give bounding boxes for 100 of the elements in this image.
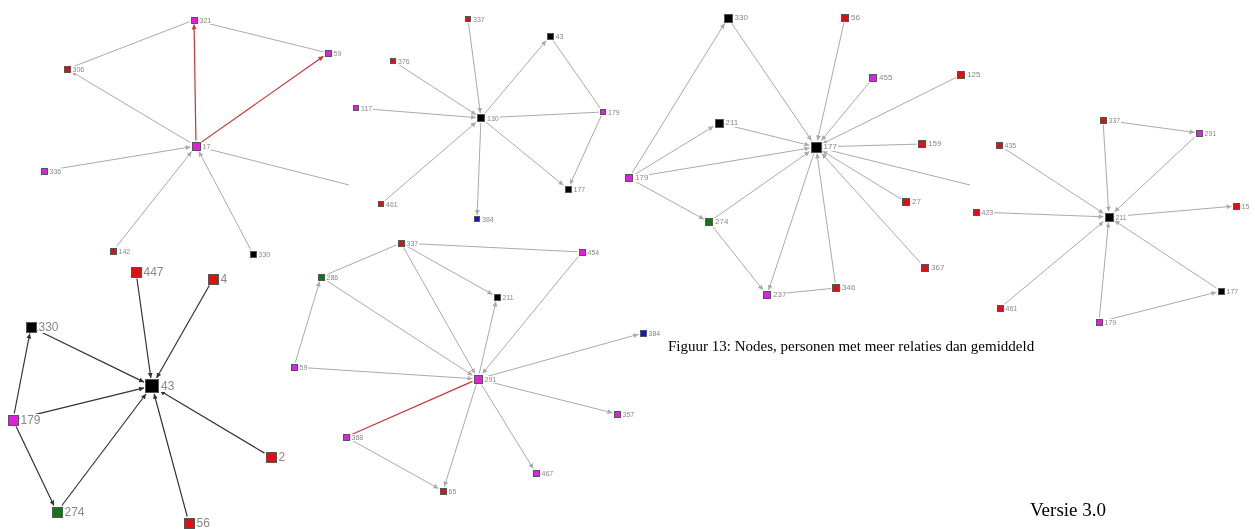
node-square — [705, 218, 713, 226]
node-square — [378, 201, 384, 207]
node-label: 159 — [927, 140, 943, 148]
node-square — [832, 284, 840, 292]
node-label: 179 — [19, 414, 42, 426]
node-square — [465, 16, 471, 22]
arrow — [485, 121, 564, 186]
node-square — [473, 374, 483, 384]
arrow — [159, 390, 266, 454]
connector-line — [349, 380, 474, 436]
arrow — [405, 245, 493, 295]
node-square — [869, 74, 877, 82]
node-square — [493, 293, 501, 301]
node-label: 177 — [822, 143, 838, 151]
node-square — [63, 65, 71, 73]
arrow — [13, 332, 32, 415]
arrow — [1098, 222, 1111, 318]
arrow — [633, 125, 714, 176]
connector-line — [198, 20, 324, 53]
arrow — [198, 151, 252, 250]
arrow — [980, 211, 1104, 220]
arrow — [731, 23, 813, 141]
node-label: 2 — [277, 451, 287, 463]
node-label: 125 — [966, 71, 982, 79]
arrow — [631, 23, 726, 174]
arrow — [478, 301, 498, 374]
connector-line — [552, 40, 601, 109]
node-square — [600, 109, 606, 115]
node-square — [183, 517, 195, 529]
connector-line — [405, 242, 578, 253]
node-square — [996, 304, 1004, 312]
node-square — [1099, 116, 1107, 124]
node-square — [810, 141, 822, 153]
node-square — [317, 273, 325, 281]
arrow — [1114, 220, 1217, 289]
arrow — [1103, 290, 1217, 322]
arrow — [1004, 221, 1104, 305]
arrow — [116, 151, 193, 247]
arrow — [767, 153, 815, 291]
arrow — [384, 121, 477, 202]
arrow — [633, 180, 705, 220]
node-square — [763, 291, 771, 299]
node-square — [477, 114, 485, 122]
node-square — [532, 469, 540, 477]
arrow — [468, 22, 483, 114]
node-square — [1095, 318, 1103, 326]
node-square — [190, 16, 198, 24]
node-label: 237 — [772, 291, 788, 299]
node-square — [40, 167, 48, 175]
arrow — [200, 55, 325, 143]
arrow — [815, 153, 836, 284]
arrow — [61, 393, 147, 507]
arrow — [1003, 147, 1104, 214]
arrow — [403, 247, 476, 374]
node-square — [921, 264, 929, 272]
arrow — [136, 277, 153, 379]
arrow — [191, 23, 197, 142]
arrow — [396, 63, 477, 116]
node-square — [918, 140, 926, 148]
node-square — [290, 363, 298, 371]
arrow — [443, 384, 477, 487]
node-square — [1104, 212, 1114, 222]
node-label: 367 — [930, 264, 946, 272]
arrow — [712, 226, 764, 291]
node-label: 56 — [195, 517, 211, 529]
node-square — [191, 141, 201, 151]
node-label: 447 — [142, 266, 165, 278]
node-square — [342, 433, 350, 441]
node-square — [972, 208, 980, 216]
arrow — [821, 153, 921, 264]
version-label: Versie 3.0 — [1030, 500, 1106, 519]
node-square — [145, 379, 159, 393]
arrow — [153, 393, 188, 518]
node-square — [25, 321, 37, 333]
node-square — [1217, 287, 1225, 295]
arrow — [822, 150, 902, 200]
connector-line — [71, 21, 190, 68]
arrow — [816, 22, 845, 141]
node-square — [995, 141, 1003, 149]
node-square — [841, 14, 849, 22]
node-square — [714, 118, 724, 128]
arrow — [325, 279, 473, 376]
node-square — [564, 185, 572, 193]
arrow — [569, 115, 602, 185]
node-square — [439, 487, 447, 495]
node-label: 274 — [714, 218, 730, 226]
node-square — [130, 266, 142, 278]
arrow — [482, 256, 579, 374]
node-square — [902, 198, 910, 206]
node-label: 4 — [219, 273, 229, 285]
node-label: 43 — [160, 380, 176, 392]
arrow — [155, 284, 210, 379]
node-label: 455 — [878, 74, 894, 82]
node-square — [723, 13, 733, 23]
node-square — [1232, 202, 1240, 210]
node-square — [1195, 129, 1203, 137]
figure-caption: Figuur 13: Nodes, personen met meer relaties dan gemiddeld — [668, 337, 1036, 356]
arrow — [294, 281, 321, 363]
node-label: 27 — [911, 198, 922, 206]
node-square — [324, 49, 332, 57]
